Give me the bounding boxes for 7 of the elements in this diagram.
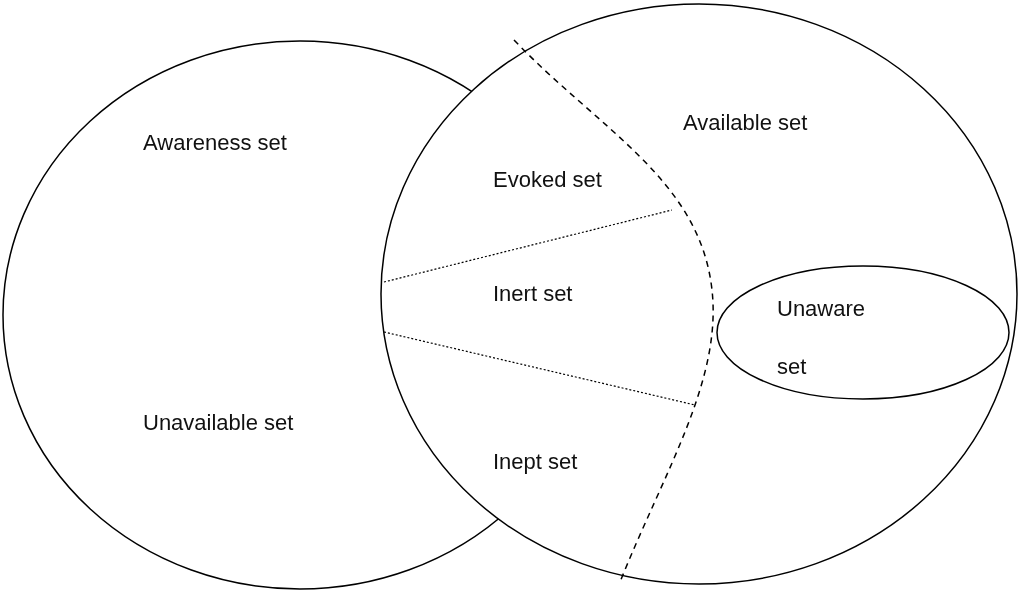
region-label: Evoked set: [493, 167, 602, 193]
set-label: Available set: [683, 110, 808, 136]
region-label: Inert set: [493, 281, 573, 307]
region-label: Inept set: [493, 449, 578, 475]
set-label: Unavailable set: [143, 410, 294, 436]
set-label: Unaware set: [777, 295, 867, 381]
set-label: Awareness set: [143, 130, 287, 156]
